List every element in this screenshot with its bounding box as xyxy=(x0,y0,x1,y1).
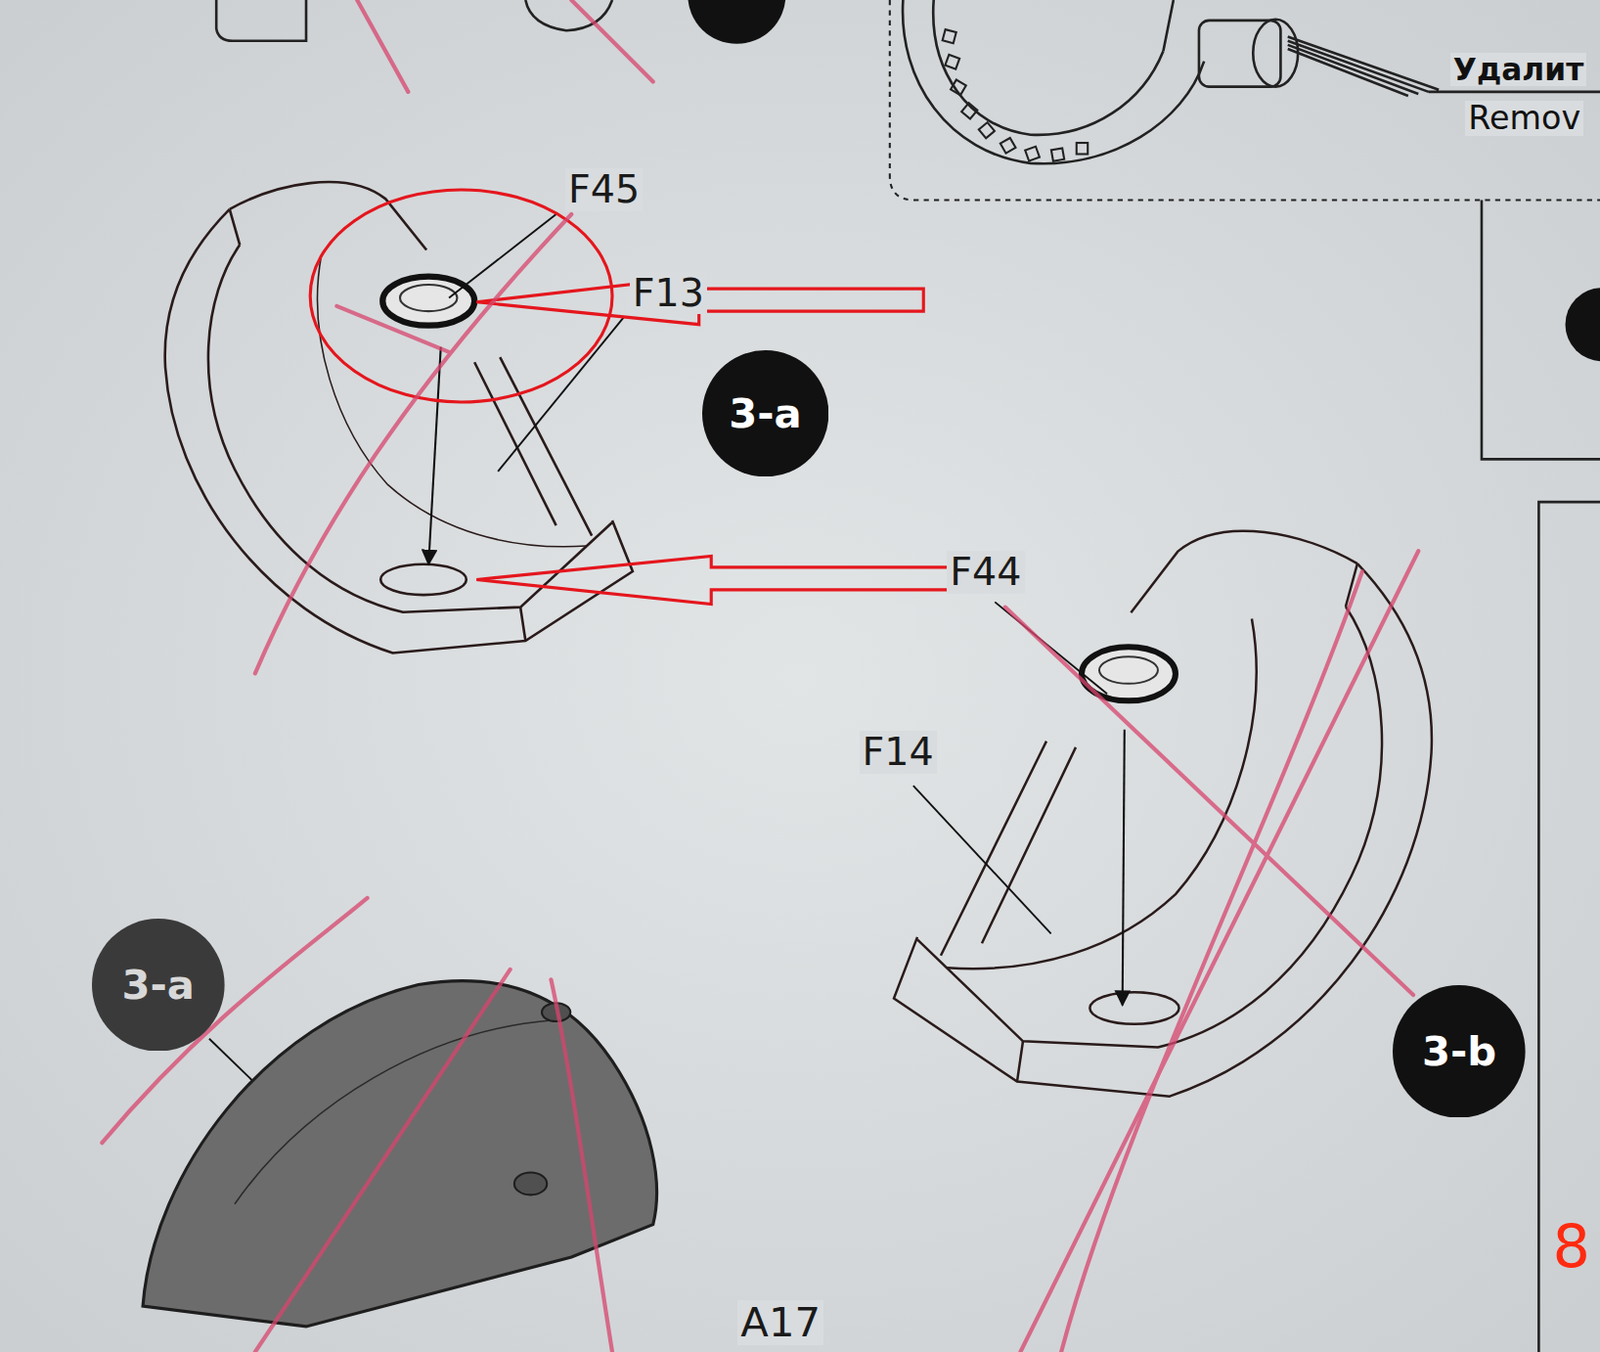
crayon-marks xyxy=(101,0,1419,1352)
callout-circle: 3-a xyxy=(702,350,829,477)
red-markup xyxy=(310,189,949,604)
callout-circle xyxy=(1565,287,1600,361)
callout-circle: 3-a xyxy=(91,918,225,1052)
leader-lines xyxy=(209,214,1108,1133)
side-panels xyxy=(1481,199,1600,1352)
shaded-part xyxy=(142,980,657,1327)
circle-fill xyxy=(1392,984,1526,1118)
fender-part xyxy=(165,181,633,654)
part-number: F44 xyxy=(946,550,1024,594)
fender-part xyxy=(893,531,1432,1097)
part-number: F45 xyxy=(565,168,643,212)
bolt-ring xyxy=(942,29,1089,162)
page-number: 8 xyxy=(1550,1213,1595,1280)
assembly-arrow xyxy=(1122,729,1125,1006)
instruction-text: Remov xyxy=(1465,100,1584,137)
remove-detail xyxy=(889,0,1600,200)
circle-fill xyxy=(91,918,225,1052)
locator-ring xyxy=(382,276,475,326)
instruction-text: Удалит xyxy=(1450,52,1588,87)
circle-fill xyxy=(702,350,829,477)
callout-circle xyxy=(687,0,786,45)
callout-number: 3-a xyxy=(121,960,195,1009)
callout-number: 3-a xyxy=(728,389,802,438)
callout-number: 3-b xyxy=(1422,1026,1497,1075)
part-number: A17 xyxy=(737,1299,824,1345)
part-number: F13 xyxy=(629,271,708,315)
callout-circle: 3-b xyxy=(1392,984,1526,1118)
partial-parts xyxy=(216,0,613,42)
part-number: F14 xyxy=(859,730,937,774)
